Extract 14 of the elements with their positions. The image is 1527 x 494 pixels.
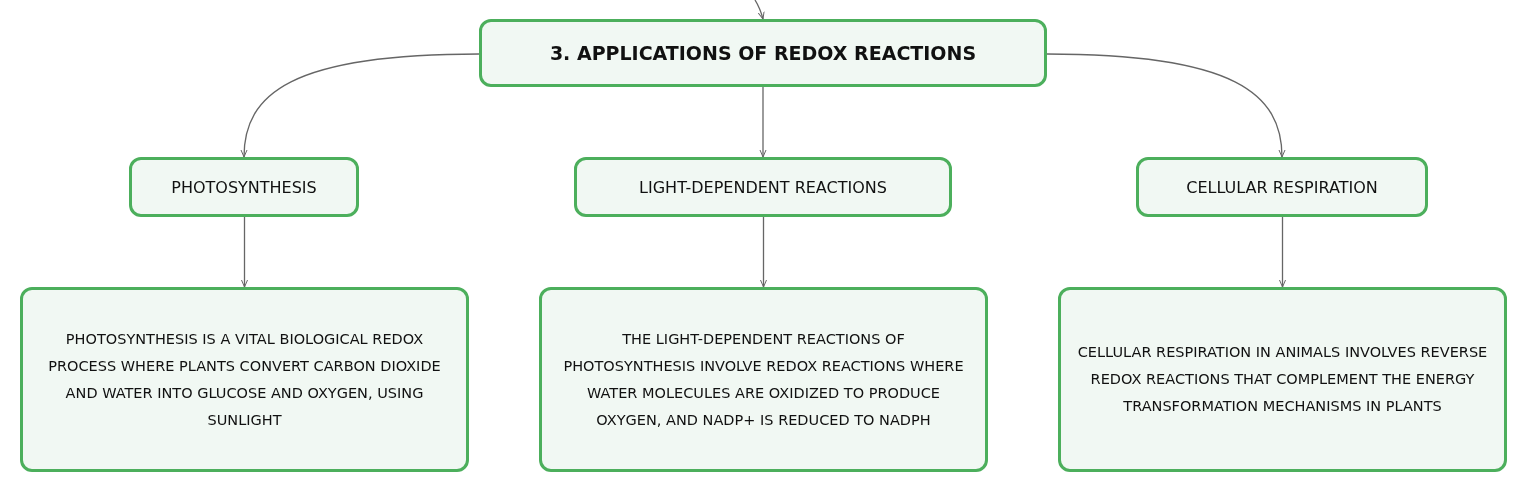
description-box: PHOTOSYNTHESIS IS A VITAL BIOLOGICAL REDOX PROCESS WHERE PLANTS CONVERT CARBON DIOXIDE AND WATER INTO GLUCOSE AND OXYGEN, USING SUNLIGHT [20,287,469,472]
topic-box: LIGHT-DEPENDENT REACTIONS [574,157,952,217]
arrow [241,53,480,158]
description-box: THE LIGHT-DEPENDENT REACTIONS OF PHOTOSYNTHESIS INVOLVE REDOX REACTIONS WHERE WATER MOLECULES ARE OXIDIZED TO PRODUCE OXYGEN, AND NADP+ IS REDUCED TO NADPH [539,287,988,472]
description-box: CELLULAR RESPIRATION IN ANIMALS INVOLVES REVERSE REDOX REACTIONS THAT COMPLEMENT THE ENERGY TRANSFORMATION MECHANISMS IN PLANTS [1058,287,1507,472]
arrow [760,216,767,288]
arrow [1279,216,1286,288]
topic-box: CELLULAR RESPIRATION [1136,157,1428,217]
title-box: 3. APPLICATIONS OF REDOX REACTIONS [479,19,1047,87]
arrow [754,0,765,20]
topic-box: PHOTOSYNTHESIS [129,157,359,217]
arrow [759,86,767,158]
arrow [1046,53,1285,158]
arrow [241,216,248,288]
